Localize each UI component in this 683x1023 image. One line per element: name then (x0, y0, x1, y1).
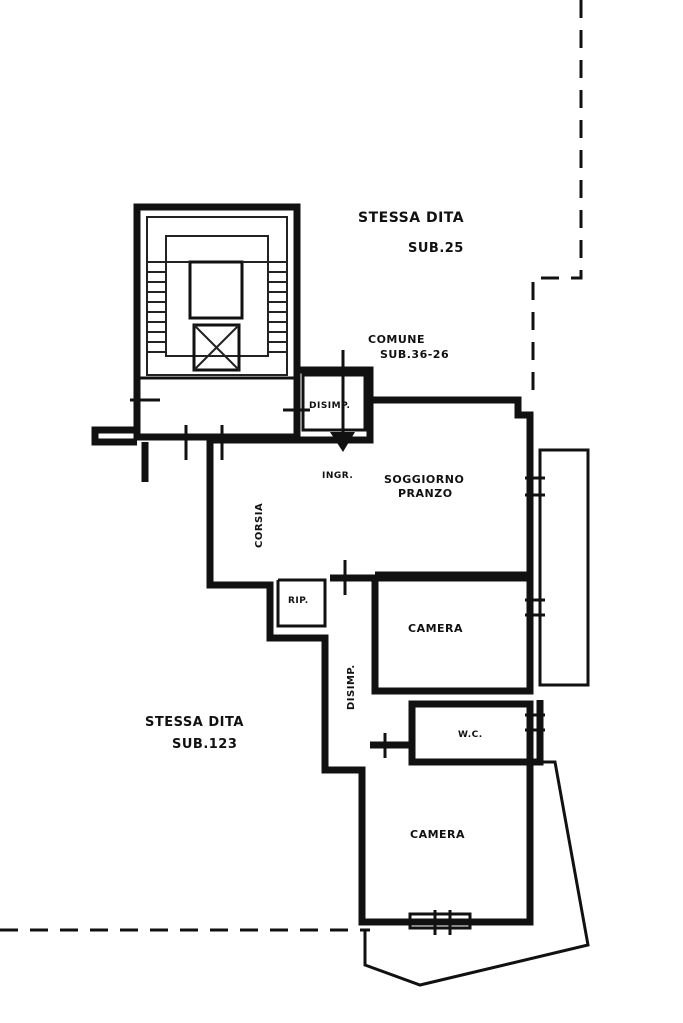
room-middle-label: CAMERA (408, 622, 463, 635)
property-boundary (0, 0, 583, 932)
corridor-center-label: DISIMP. (346, 664, 357, 710)
neighbor-top-label-2: SUB.25 (408, 241, 464, 256)
common-label-1: COMUNE (368, 333, 425, 346)
bath-label: W.C. (458, 730, 483, 740)
openings (130, 398, 545, 935)
disimpegno-top-label: DISIMP. (309, 401, 350, 411)
living-label-1: SOGGIORNO (384, 473, 464, 486)
entrance-label: INGR. (322, 471, 353, 481)
neighbor-bottom-label-2: SUB.123 (172, 737, 237, 752)
apartment-walls (206, 396, 544, 930)
corridor-left-label: CORSIA (254, 503, 265, 548)
balconies (363, 448, 590, 987)
small-room-label: RIP. (288, 596, 309, 606)
neighbor-bottom-label-1: STESSA DITA (145, 715, 244, 730)
living-label-2: PRANZO (398, 487, 453, 500)
room-bottom-label: CAMERA (410, 828, 465, 841)
common-label-2: SUB.36-26 (380, 348, 449, 361)
neighbor-top-label-1: STESSA DITA (358, 210, 464, 226)
